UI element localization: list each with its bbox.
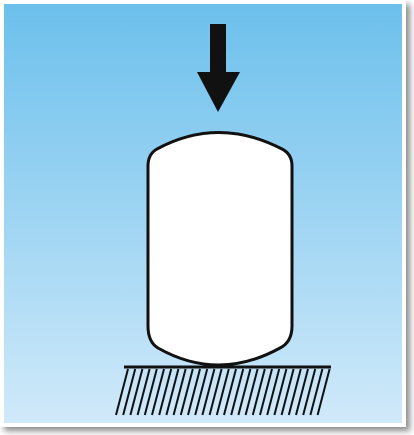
hatch-line [309, 368, 324, 416]
hatch-line [273, 368, 288, 416]
ground-hatching [115, 368, 331, 416]
hatch-line [295, 368, 309, 416]
hatch-line [158, 368, 173, 416]
hatch-line [136, 368, 151, 416]
hatch-line [187, 368, 201, 416]
hatch-line [201, 368, 216, 416]
hatch-line [244, 368, 259, 416]
hatch-line [143, 368, 158, 416]
hatch-line [237, 368, 252, 416]
compression-diagram [4, 4, 402, 423]
hatch-line [129, 368, 144, 416]
hatch-line [230, 368, 245, 416]
hatch-line [251, 368, 266, 416]
ground-support [115, 365, 331, 416]
arrow-shaft [210, 24, 226, 74]
hatch-line [115, 368, 129, 416]
hatch-line [194, 368, 209, 416]
hatch-line [165, 368, 180, 416]
hatch-line [122, 368, 137, 416]
hatch-line [287, 368, 302, 416]
diagram-panel [0, 0, 406, 427]
hatch-line [259, 368, 273, 416]
hatch-line [151, 368, 165, 416]
hatch-line [316, 368, 331, 416]
specimen [146, 131, 294, 367]
arrow-head [197, 72, 240, 112]
hatch-line [179, 368, 194, 416]
hatch-line [215, 368, 230, 416]
hatch-line [302, 368, 317, 416]
hatch-line [172, 368, 187, 416]
hatch-line [266, 368, 281, 416]
hatch-line [280, 368, 295, 416]
hatch-line [208, 368, 223, 416]
load-arrow-icon [197, 24, 240, 112]
hatch-line [223, 368, 237, 416]
